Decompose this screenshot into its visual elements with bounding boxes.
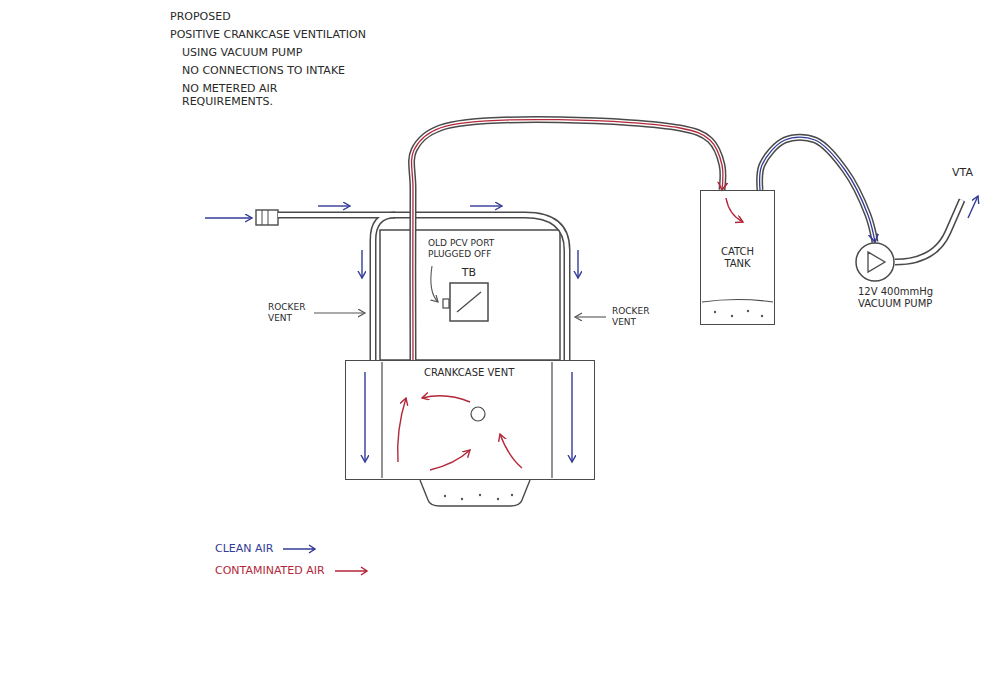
catch-tank: CATCH TANK <box>700 190 775 325</box>
pump-outline <box>856 243 894 281</box>
pump-triangle <box>868 252 885 272</box>
clean-air-arrow <box>361 250 362 278</box>
filter-rib <box>262 210 263 225</box>
legend-arrow-line <box>283 545 315 553</box>
liquid-level <box>702 300 773 303</box>
legend-arrow <box>281 544 321 554</box>
crankcase-block: CRANKCASE VENT <box>345 360 595 480</box>
hose-connector <box>412 120 723 360</box>
hose-bore <box>278 215 567 360</box>
hose-bore <box>760 137 875 242</box>
oil-dot <box>731 315 733 317</box>
note-text: NO METERED AIR REQUIREMENTS. <box>182 82 312 108</box>
legend-text: CONTAMINATED AIR <box>215 564 325 577</box>
hose-bore <box>412 120 723 360</box>
throttle-body-outline <box>450 283 488 321</box>
pump-label: 12V 400mmHg VACUUM PUMP <box>858 286 942 310</box>
filter-rib <box>268 210 269 225</box>
part-label: TB <box>446 266 492 279</box>
clean-air-arrow <box>571 372 572 462</box>
oil-dot <box>461 498 463 500</box>
legend-arrow-line <box>335 567 367 575</box>
oil-dot <box>761 315 763 317</box>
oil-dot <box>714 311 716 313</box>
blowby-arrow <box>430 450 470 470</box>
note-text: USING VACUUM PUMP <box>182 46 302 59</box>
oil-dot <box>444 495 446 497</box>
part-label: ROCKER VENT <box>612 306 660 328</box>
legend-text: CLEAN AIR <box>215 542 273 555</box>
part-label: ROCKER VENT <box>268 302 316 324</box>
throttle-plate <box>457 292 481 312</box>
hose-bore <box>373 215 395 360</box>
breather-filter <box>256 210 278 225</box>
legend-arrow <box>333 566 373 576</box>
box-label: CATCH TANK <box>712 246 764 270</box>
outlet-label: VTA <box>952 166 973 179</box>
hose-bore <box>895 200 962 262</box>
box-label: CRANKCASE VENT <box>424 367 594 379</box>
blowby-arrow <box>500 434 522 468</box>
note-text: NO CONNECTIONS TO INTAKE <box>182 64 345 77</box>
legend-row: CONTAMINATED AIR <box>215 560 373 582</box>
clean-air-arrow <box>470 205 502 206</box>
oil-pan <box>420 480 530 506</box>
hose-outline <box>278 215 567 360</box>
clean-air-arrow <box>318 205 350 206</box>
blowby-arrow <box>422 396 470 402</box>
hose-outline <box>760 137 875 242</box>
note-text: POSITIVE CRANKCASE VENTILATION <box>170 28 366 41</box>
leader-line <box>431 266 438 302</box>
block-wall <box>381 362 382 478</box>
flow-line <box>760 137 875 242</box>
hose-outline <box>412 120 723 360</box>
hose-connector <box>760 137 875 242</box>
blowby-arrow <box>398 398 406 462</box>
leader-line <box>575 316 606 317</box>
block-wall <box>551 362 552 478</box>
clean-air-arrow <box>577 250 578 278</box>
throttle-body: TB <box>446 266 492 322</box>
crank-symbol <box>471 407 485 421</box>
pump-symbol <box>855 242 895 282</box>
oil-dot <box>511 494 513 496</box>
legend-row: CLEAN AIR <box>215 538 373 560</box>
leader-line <box>314 312 365 313</box>
clean-air-arrow <box>364 372 365 462</box>
note-heading: PROPOSED <box>170 10 231 23</box>
inlet-arrow <box>205 217 252 218</box>
hose-outline <box>895 200 962 262</box>
hose-outline <box>373 215 395 360</box>
oil-dot <box>479 494 481 496</box>
pcv-port <box>443 299 449 308</box>
flow-line <box>412 120 723 360</box>
port-callout: OLD PCV PORT PLUGGED OFF <box>428 238 528 260</box>
cylinder-head <box>380 230 560 360</box>
oil-dot <box>497 498 499 500</box>
legend: CLEAN AIR CONTAMINATED AIR <box>215 538 373 582</box>
oil-dot <box>747 310 749 312</box>
vacuum-pump: 12V 400mmHg VACUUM PUMP <box>850 242 945 310</box>
blowby-arrow <box>726 198 743 222</box>
clean-air-arrow <box>968 196 978 218</box>
throttle-body-symbol <box>449 282 489 322</box>
